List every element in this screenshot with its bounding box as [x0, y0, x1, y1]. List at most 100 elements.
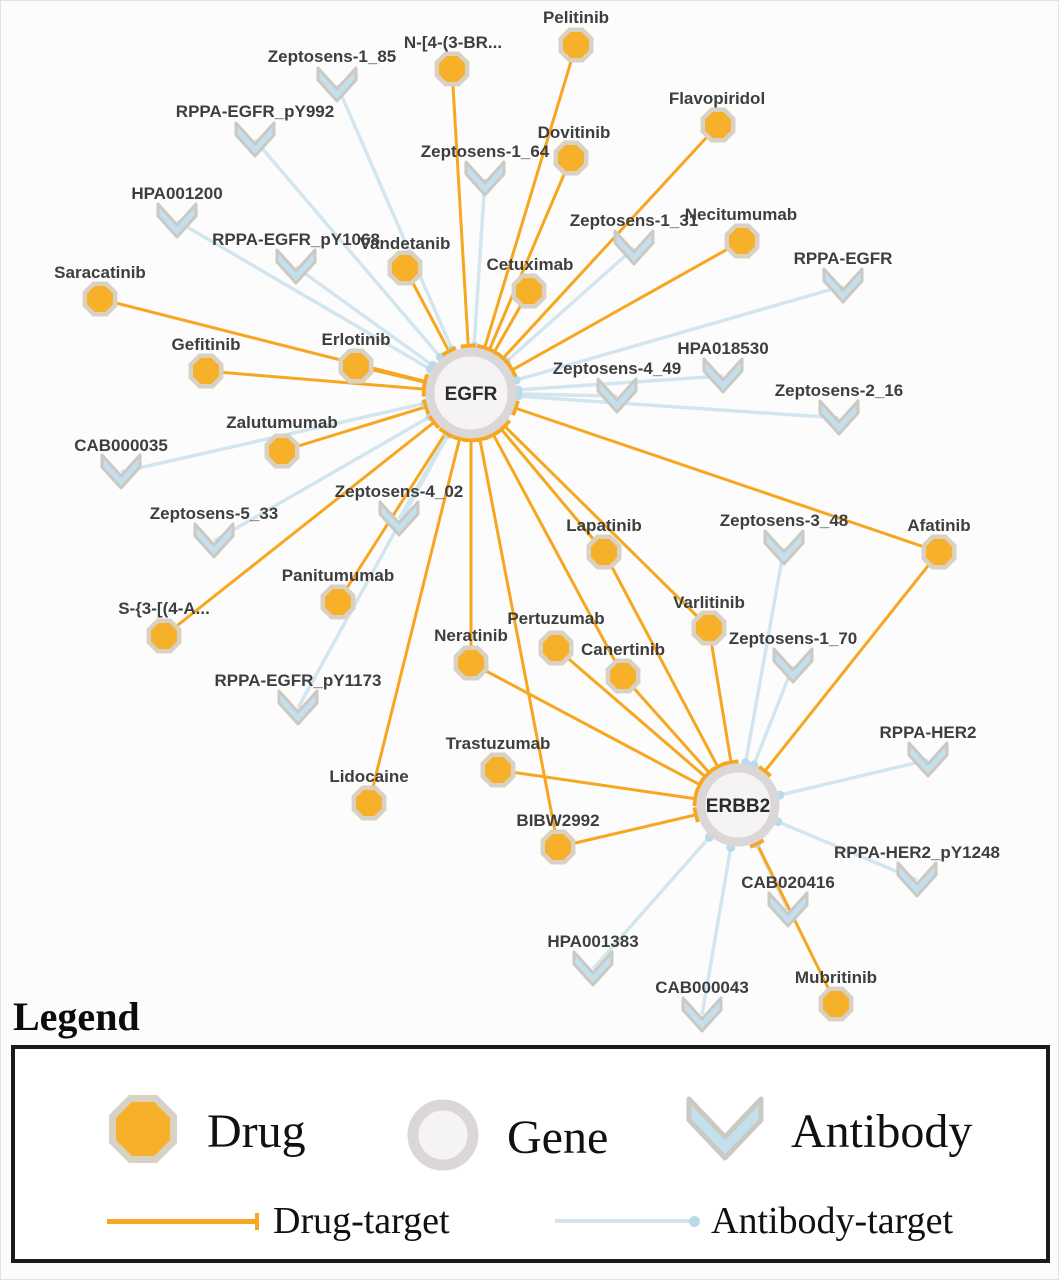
- antibody-chevron: [277, 689, 319, 726]
- label-Zeptosens-4_49: Zeptosens-4_49: [553, 359, 682, 378]
- edge-antibody-Zeptosens-2_16-EGFR: [517, 394, 840, 420]
- edge-drug-BIBW2992-ERBB2: [557, 813, 697, 849]
- edge-drug-Varlitinib-EGFR: [503, 424, 711, 630]
- legend-edge-antibody-target: Antibody-target: [555, 1199, 953, 1243]
- edge-antibody-Zeptosens-3_48-ERBB2: [743, 547, 786, 763]
- node-drug-Pertuzumab: [538, 630, 574, 666]
- label-Lapatinib: Lapatinib: [566, 516, 642, 535]
- antibody-chevron: [818, 399, 860, 436]
- drug-octagon: [188, 353, 224, 389]
- drug-target-edge-sample: [107, 1212, 259, 1230]
- edge-antibody-RPPA-EGFR_pY1173-EGFR: [296, 433, 450, 709]
- node-drug-Mubritinib: [818, 986, 854, 1022]
- edge-antibody-HPA018530-EGFR: [517, 374, 724, 392]
- drug-octagon: [700, 107, 736, 143]
- node-antibody-Zeptosens-1_31: [613, 229, 655, 266]
- edge-antibody-RPPA-EGFR_pY1068-EGFR: [294, 265, 434, 367]
- label-Erlotinib: Erlotinib: [322, 330, 391, 349]
- node-antibody-RPPA-HER2: [907, 741, 949, 778]
- label-Zeptosens-5_33: Zeptosens-5_33: [150, 504, 279, 523]
- edge-antibody-Zeptosens-1_64-EGFR: [472, 178, 487, 347]
- node-gene-EGFR: EGFR: [425, 347, 517, 439]
- antibody-chevron: [378, 500, 420, 537]
- antibody-chevron: [767, 891, 809, 928]
- node-antibody-RPPA-EGFR: [822, 267, 864, 304]
- drug-edge-tee: [472, 435, 488, 443]
- edge-drug-Canertinib-ERBB2: [621, 675, 711, 774]
- label-Lidocaine: Lidocaine: [329, 767, 408, 786]
- label-S-3-4-A: S-{3-[(4-A...: [118, 599, 210, 618]
- drug-octagon: [480, 752, 516, 788]
- gene-node-icon: [403, 1095, 483, 1180]
- node-drug-S-3-4-A: [146, 618, 182, 654]
- edge-drug-Neratinib-ERBB2: [470, 661, 701, 787]
- label-Gefitinib: Gefitinib: [172, 335, 241, 354]
- edge-drug-Gefitinib-EGFR: [205, 369, 425, 391]
- edge-antibody-CAB000043-ERBB2: [700, 847, 733, 1016]
- node-drug-Dovitinib: [553, 140, 589, 176]
- labels-layer: PelitinibN-[4-(3-BR...DovitinibFlavopiri…: [54, 8, 1000, 997]
- drug-edge-tee: [438, 426, 454, 439]
- node-antibody-HPA001383: [572, 950, 614, 987]
- edge-antibody-RPPA-EGFR-EGFR: [515, 284, 844, 382]
- antibody-chevron: [907, 741, 949, 778]
- drug-edge-tee: [506, 362, 518, 378]
- edge-drug-Pelitinib-EGFR: [483, 44, 578, 349]
- antibody-chevron: [763, 529, 805, 566]
- edge-antibody-RPPA-HER2_pY1248-ERBB2: [776, 820, 918, 882]
- node-drug-Afatinib: [921, 534, 957, 570]
- drug-octagon: [553, 140, 589, 176]
- drug-edge-tee: [441, 346, 457, 357]
- antibody-node-icon: [683, 1093, 767, 1170]
- node-gene-ERBB2: ERBB2: [696, 763, 780, 847]
- node-antibody-Zeptosens-1_64: [464, 160, 506, 197]
- node-antibody-Zeptosens-4_49: [596, 377, 638, 414]
- drug-edge-tee: [749, 838, 765, 849]
- edge-antibody-RPPA-EGFR_pY992-EGFR: [253, 138, 442, 359]
- antibody-target-edge-sample: [555, 1216, 700, 1227]
- label-Zeptosens-1_85: Zeptosens-1_85: [268, 47, 397, 66]
- node-drug-Erlotinib: [338, 348, 374, 384]
- node-antibody-RPPA-EGFR_pY992: [234, 121, 276, 158]
- drug-octagon: [818, 986, 854, 1022]
- antibody-chevron: [772, 647, 814, 684]
- node-drug-Lidocaine: [351, 785, 387, 821]
- label-CAB020416: CAB020416: [741, 873, 835, 892]
- antibody-chevron: [193, 522, 235, 559]
- gene-label: EGFR: [445, 384, 498, 405]
- antibody-chevron: [464, 160, 506, 197]
- label-Cetuximab: Cetuximab: [487, 255, 574, 274]
- gene-circle: [696, 763, 780, 847]
- edge-drug-BIBW2992-EGFR: [478, 438, 560, 848]
- label-Pelitinib: Pelitinib: [543, 8, 609, 27]
- edges-layer: [99, 44, 941, 1016]
- node-antibody-Zeptosens-3_48: [763, 529, 805, 566]
- node-antibody-RPPA-HER2_pY1248: [896, 861, 938, 898]
- edge-drug-Lidocaine-EGFR: [367, 438, 462, 804]
- node-drug-Panitumumab: [320, 584, 356, 620]
- label-Neratinib: Neratinib: [434, 626, 508, 645]
- drug-octagon: [691, 610, 727, 646]
- node-drug-Lapatinib: [586, 534, 622, 570]
- label-Panitumumab: Panitumumab: [282, 566, 394, 585]
- drug-octagon: [320, 584, 356, 620]
- node-antibody-CAB000035: [100, 453, 142, 490]
- node-drug-Zalutumumab: [264, 433, 300, 469]
- node-antibody-CAB020416: [767, 891, 809, 928]
- label-HPA001383: HPA001383: [547, 932, 638, 951]
- node-antibody-RPPA-EGFR_pY1173: [277, 689, 319, 726]
- label-Zeptosens-1_64: Zeptosens-1_64: [421, 142, 550, 161]
- label-Mubritinib: Mubritinib: [795, 968, 877, 987]
- label-Necitumumab: Necitumumab: [685, 205, 797, 224]
- edge-antibody-Zeptosens-1_70-ERBB2: [752, 665, 795, 766]
- gene-circle: [425, 347, 517, 439]
- legend-drug-label: Drug: [207, 1105, 306, 1158]
- antibody-chevron: [234, 121, 276, 158]
- edge-drug-Dovitinib-EGFR: [488, 157, 573, 351]
- drug-octagon: [387, 250, 423, 286]
- drug-edge-tee: [485, 429, 501, 440]
- label-HPA018530: HPA018530: [677, 339, 768, 358]
- label-Varlitinib: Varlitinib: [673, 593, 745, 612]
- nodes-layer: EGFR ERBB2: [82, 27, 957, 1033]
